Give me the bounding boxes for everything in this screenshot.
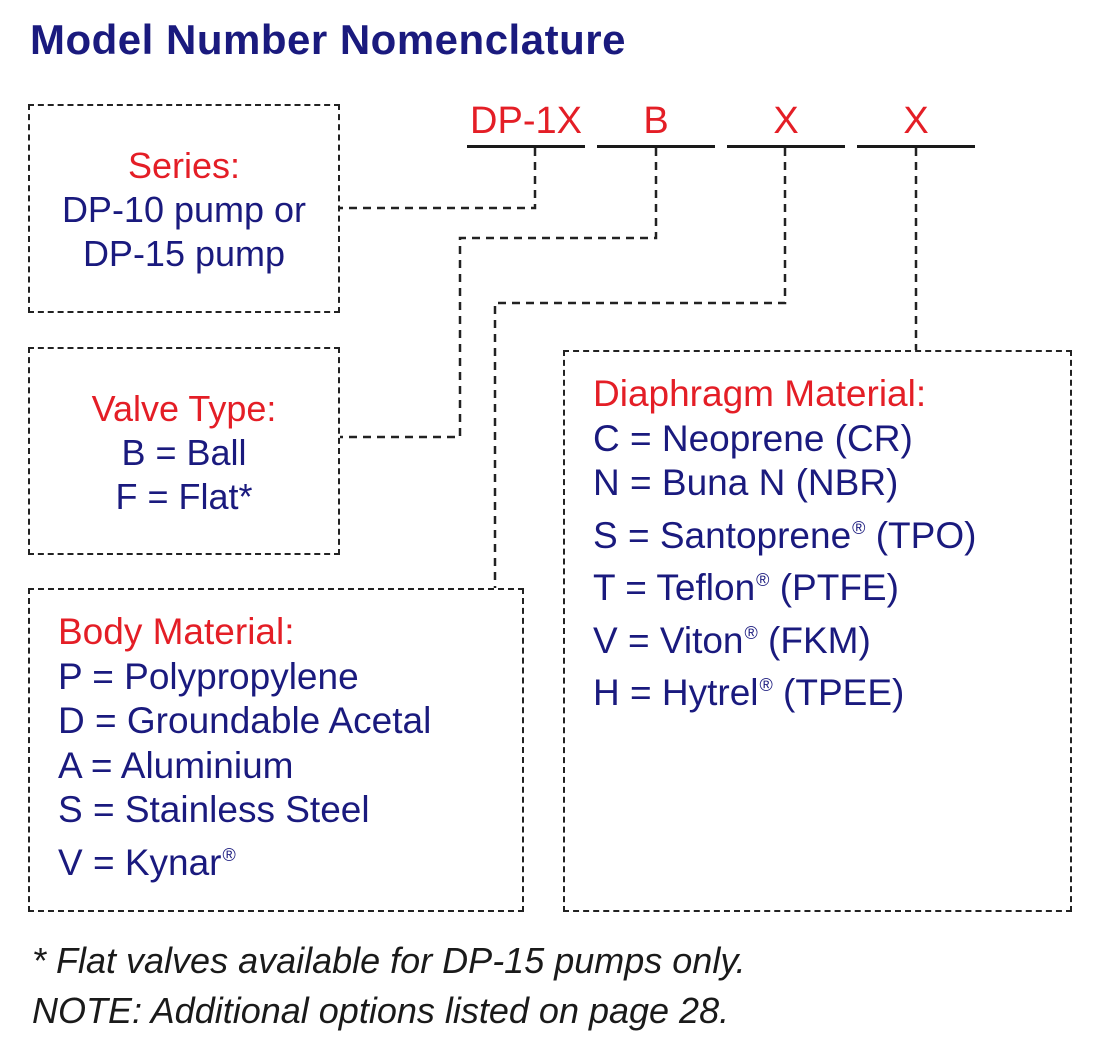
valve-type-line-2: F = Flat* [115, 476, 253, 517]
diaphragm-material-item-text: H = Hytrel [593, 672, 759, 713]
diaphragm-material-label: Diaphragm Material: [593, 373, 927, 414]
series-label: Series: [127, 145, 241, 186]
registered-mark: ® [756, 570, 770, 590]
diaphragm-material-item-code: (FKM) [757, 619, 871, 661]
diaphragm-material-item-text: V = Viton [593, 619, 744, 661]
diaphragm-material-item: N = Buna N (NBR) [593, 461, 1070, 506]
diaphragm-material-box: Diaphragm Material: C = Neoprene (CR)N =… [563, 350, 1072, 912]
diaphragm-material-item-code: (PTFE) [769, 567, 899, 608]
body-material-item: V = Kynar® [58, 833, 522, 886]
model-code-body: X [773, 100, 799, 142]
series-line-1: DP-10 pump or [61, 189, 307, 230]
code-underline-series [467, 145, 585, 148]
diaphragm-material-item-code: (TPO) [865, 514, 977, 556]
connector-series [340, 148, 537, 210]
code-underline-diaphragm [857, 145, 975, 148]
diaphragm-material-item-code: (TPEE) [772, 672, 905, 713]
body-material-item-text: A = Aluminium [58, 744, 294, 786]
body-material-item-text: S = Stainless Steel [58, 789, 370, 830]
connector-valve [340, 148, 658, 439]
body-material-item: A = Aluminium [58, 744, 522, 789]
diaphragm-material-list: C = Neoprene (CR)N = Buna N (NBR)S = San… [593, 417, 1070, 716]
series-line-2: DP-15 pump [82, 233, 286, 274]
valve-type-line-1: B = Ball [121, 432, 247, 473]
registered-mark: ® [222, 844, 236, 865]
model-code-valve: B [643, 100, 669, 142]
body-material-item-text: D = Groundable Acetal [58, 700, 432, 741]
registered-mark: ® [744, 622, 758, 643]
registered-mark: ® [852, 517, 866, 538]
page-title: Model Number Nomenclature [30, 16, 626, 63]
model-code-diaphragm: X [903, 100, 929, 142]
series-box: Series: DP-10 pump or DP-15 pump [28, 104, 340, 313]
diaphragm-material-item-text: S = Santoprene [593, 514, 852, 556]
diaphragm-material-item-text: C = Neoprene [593, 417, 825, 459]
diaphragm-material-item: H = Hytrel® (TPEE) [593, 663, 1070, 716]
diaphragm-material-item-code: (NBR) [785, 462, 899, 503]
diaphragm-material-item: V = Viton® (FKM) [593, 611, 1070, 664]
code-underline-valve [597, 145, 715, 148]
valve-type-box: Valve Type: B = Ball F = Flat* [28, 347, 340, 555]
body-material-item-text: V = Kynar [58, 841, 222, 883]
diaphragm-material-item: T = Teflon® (PTFE) [593, 558, 1070, 611]
diaphragm-material-item-code: (CR) [824, 417, 913, 459]
diaphragm-material-item: C = Neoprene (CR) [593, 417, 1070, 462]
additional-options-note: NOTE: Additional options listed on page … [32, 990, 730, 1031]
diaphragm-material-item-text: T = Teflon [593, 567, 756, 608]
diaphragm-material-item: S = Santoprene® (TPO) [593, 506, 1070, 559]
model-code-series: DP-1X [470, 100, 582, 142]
body-material-item-text: P = Polypropylene [58, 655, 359, 697]
body-material-item: D = Groundable Acetal [58, 699, 522, 744]
registered-mark: ® [759, 675, 773, 695]
body-material-label: Body Material: [58, 611, 295, 652]
valve-type-label: Valve Type: [91, 388, 277, 429]
connector-body [493, 148, 787, 588]
code-underline-body [727, 145, 845, 148]
diaphragm-material-item-text: N = Buna N [593, 462, 786, 503]
body-material-item: P = Polypropylene [58, 655, 522, 700]
body-material-item: S = Stainless Steel [58, 788, 522, 833]
flat-valve-footnote: * Flat valves available for DP-15 pumps … [32, 940, 746, 981]
